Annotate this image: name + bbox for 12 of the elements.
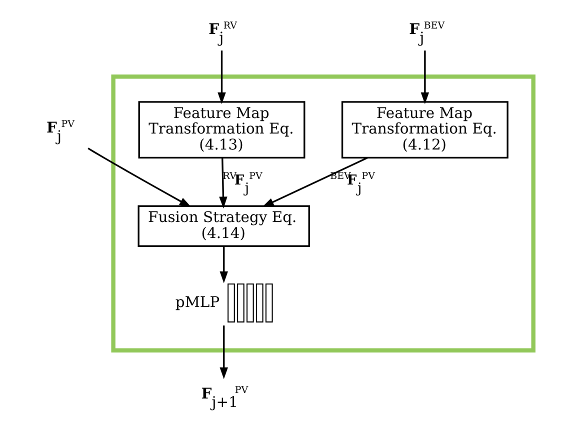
arrow	[218, 158, 227, 209]
node-box: Feature Map Transformation Eq. (4.13)	[138, 101, 305, 159]
node-box: Feature Map Transformation Eq. (4.12)	[340, 101, 508, 159]
arrow	[87, 148, 191, 208]
arrow	[420, 50, 429, 104]
arrow	[262, 156, 368, 208]
arrow	[219, 246, 228, 284]
arrow	[217, 50, 226, 104]
cluster	[110, 74, 535, 352]
node-box: Fusion Strategy Eq. (4.14)	[137, 205, 310, 247]
node-label: pMLP	[174, 294, 220, 311]
arrow	[219, 326, 228, 380]
